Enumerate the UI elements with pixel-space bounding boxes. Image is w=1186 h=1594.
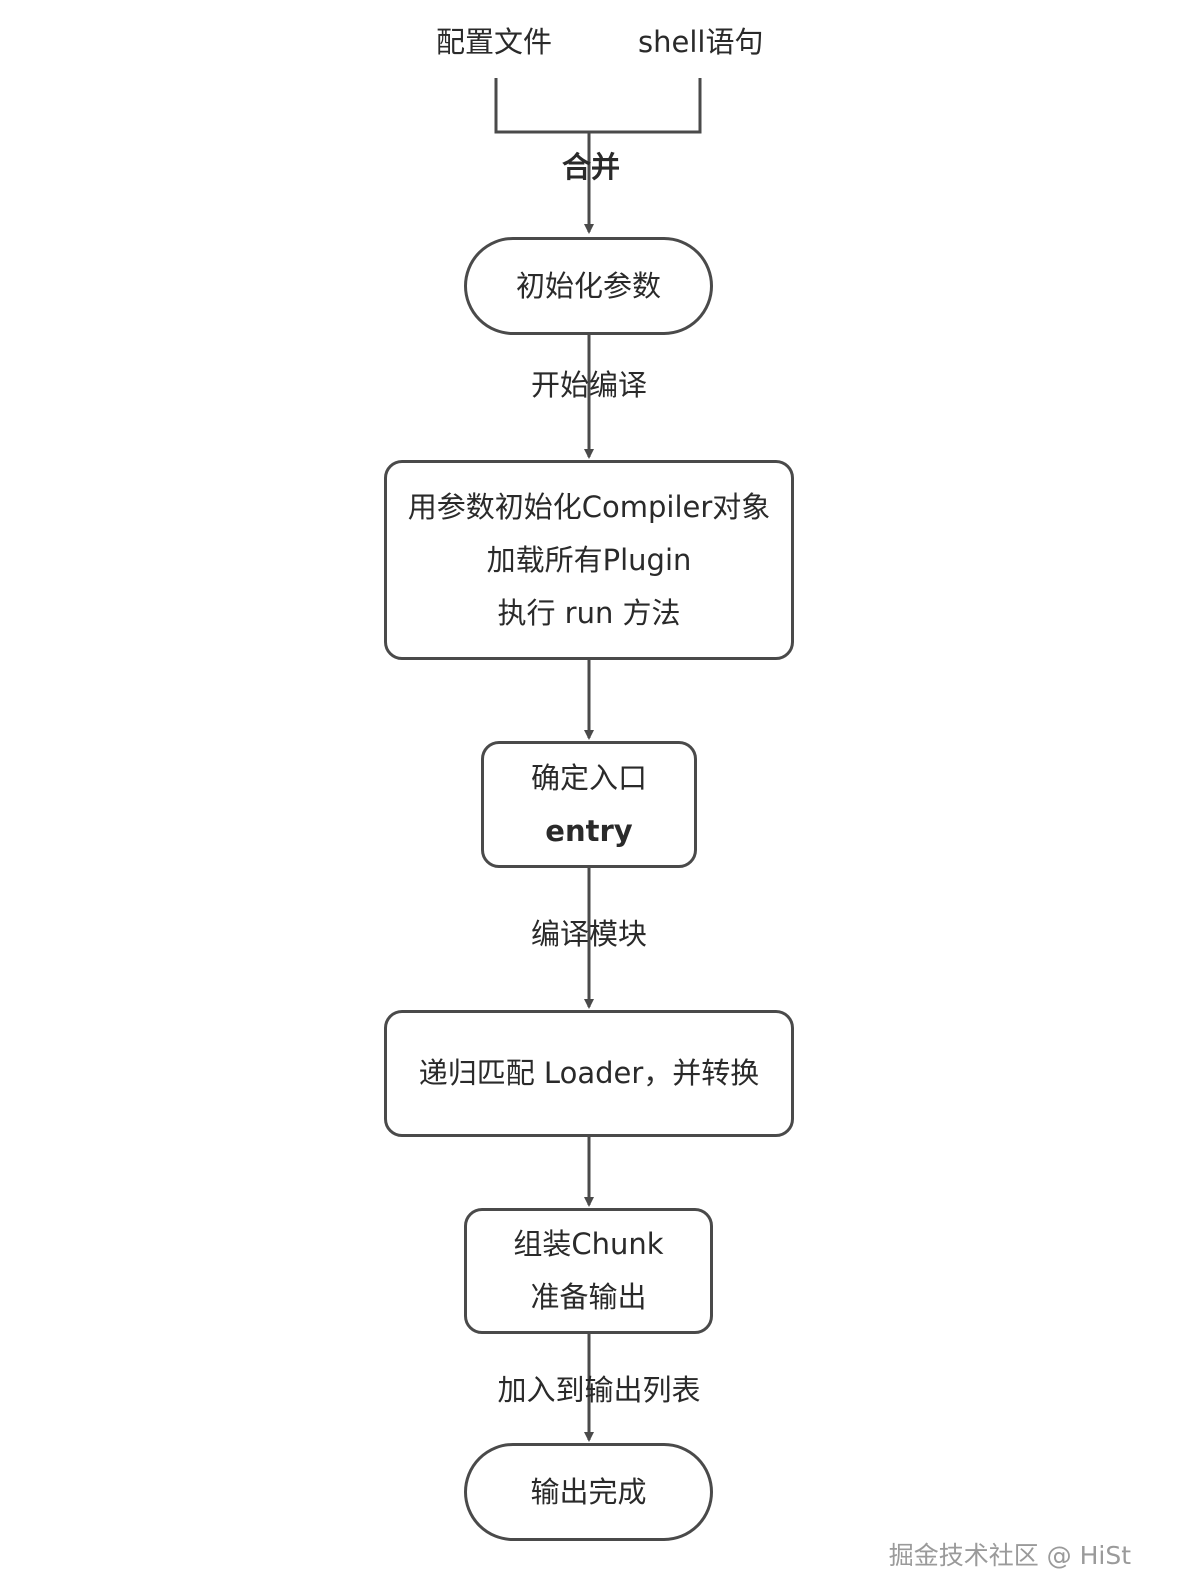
node-done-line-1: 输出完成 <box>530 1474 647 1509</box>
edge-label-merge: 合并 <box>561 150 621 184</box>
edge-label-add-to-output: 加入到输出列表 <box>497 1373 701 1407</box>
source-shell-statement: shell语句 <box>638 25 764 59</box>
node-compiler-line-3: 执行 run 方法 <box>497 595 681 630</box>
source-config-file: 配置文件 <box>436 25 553 59</box>
node-chunk: 组装Chunk 准备输出 <box>464 1208 713 1334</box>
merge-bracket <box>494 78 702 134</box>
node-init-params-line-1: 初始化参数 <box>515 268 661 303</box>
watermark: 掘金技术社区 @ HiSt <box>888 1541 1131 1570</box>
node-compiler-line-2: 加载所有Plugin <box>486 542 692 577</box>
node-entry-line-1: 确定入口 <box>530 760 647 795</box>
node-output-done: 输出完成 <box>464 1443 713 1541</box>
node-entry: 确定入口 entry <box>481 741 697 868</box>
node-compiler-line-1: 用参数初始化Compiler对象 <box>407 489 771 524</box>
node-chunk-line-1: 组装Chunk <box>513 1227 664 1261</box>
edge-label-start-compile: 开始编译 <box>530 368 648 402</box>
node-loader: 递归匹配 Loader，并转换 <box>384 1010 794 1137</box>
node-chunk-line-2: 准备输出 <box>530 1280 647 1314</box>
node-loader-line-1: 递归匹配 Loader，并转换 <box>418 1056 760 1090</box>
edge-label-compile-modules: 编译模块 <box>530 917 648 951</box>
node-compiler-setup: 用参数初始化Compiler对象 加载所有Plugin 执行 run 方法 <box>384 460 794 660</box>
node-entry-line-2: entry <box>545 813 633 848</box>
node-init-params: 初始化参数 <box>464 237 713 335</box>
